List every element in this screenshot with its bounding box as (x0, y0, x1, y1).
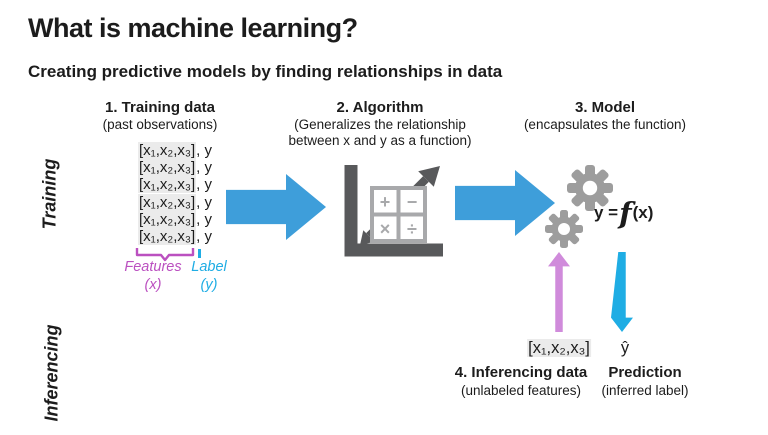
page-subtitle: Creating predictive models by finding re… (28, 62, 503, 81)
inferencing-data-subtitle: (unlabeled features) (460, 383, 582, 398)
stage-title-training-data: 1. Training data (104, 99, 216, 116)
inferencing-data-title: 4. Inferencing data (454, 364, 588, 381)
equation-rhs: (x) (632, 203, 654, 222)
features-annotation-sub: (x) (144, 277, 162, 293)
features-highlight: [x₁,x₂,x₃] (137, 142, 197, 159)
row-label: , y (196, 210, 212, 228)
training-data-row: [x₁,x₂,x₃], y (118, 142, 232, 159)
up-arrow-icon (548, 252, 570, 332)
training-data-table: [x₁,x₂,x₃], y [x₁,x₂,x₃], y [x₁,x₂,x₃], … (118, 142, 232, 246)
label-annotation-sub: (y) (200, 277, 218, 293)
right-arrow-icon (226, 174, 326, 240)
row-label: , y (196, 159, 212, 177)
training-data-row: [x₁,x₂,x₃], y (118, 228, 232, 246)
row-label: , y (196, 176, 212, 194)
features-highlight: [x₁,x₂,x₃] (137, 228, 197, 246)
algorithm-chart-icon: +− × ÷ (344, 165, 443, 257)
svg-text:×: × (380, 219, 391, 239)
training-data-row: [x₁,x₂,x₃], y (118, 176, 232, 194)
label-annotation-label: Label (191, 259, 227, 275)
label-tick-icon (198, 249, 201, 258)
page-title: What is machine learning? (28, 13, 358, 43)
equation-function-f: f (619, 195, 632, 230)
inferencing-section-label: Inferencing (41, 324, 62, 422)
features-highlight: [x₁,x₂,x₃] (137, 159, 197, 177)
model-equation: y = f(x) (594, 196, 653, 230)
training-section-label: Training (39, 158, 60, 230)
row-label: , y (196, 228, 212, 246)
prediction-value: ŷ (620, 339, 630, 357)
gears-icon (545, 165, 613, 248)
row-label: , y (196, 142, 212, 159)
training-data-row: [x₁,x₂,x₃], y (118, 193, 232, 211)
training-data-row: [x₁,x₂,x₃], y (118, 210, 232, 228)
svg-text:−: − (407, 192, 418, 212)
svg-text:÷: ÷ (407, 219, 417, 239)
training-data-row: [x₁,x₂,x₃], y (118, 159, 232, 177)
stage-header-training-data: 1. Training data (past observations) (60, 99, 260, 133)
stage-subtitle-algorithm: (Generalizes the relationship between x … (288, 117, 472, 148)
down-arrow-icon (611, 252, 633, 332)
features-annotation-label: Features (124, 259, 182, 275)
stage-title-model: 3. Model (574, 99, 635, 116)
inferencing-data-value: [x₁,x₂,x₃] (527, 339, 591, 358)
equation-lhs: y = (594, 203, 619, 222)
prediction-subtitle: (inferred label) (601, 383, 689, 398)
svg-text:+: + (380, 192, 391, 212)
stage-subtitle-model: (encapsulates the function) (523, 117, 687, 132)
stage-header-algorithm: 2. Algorithm (Generalizes the relationsh… (280, 99, 480, 149)
features-highlight: [x₁,x₂,x₃] (137, 193, 197, 211)
features-highlight: [x₁,x₂,x₃] (137, 210, 197, 228)
row-label: , y (196, 193, 212, 211)
features-highlight: [x₁,x₂,x₃] (527, 339, 591, 357)
prediction-title: Prediction (608, 364, 682, 381)
stage-header-model: 3. Model (encapsulates the function) (505, 99, 705, 133)
features-underbrace-icon (135, 248, 195, 262)
stage-subtitle-training-data: (past observations) (102, 117, 218, 132)
stage-title-algorithm: 2. Algorithm (336, 99, 424, 116)
features-highlight: [x₁,x₂,x₃] (137, 176, 197, 194)
